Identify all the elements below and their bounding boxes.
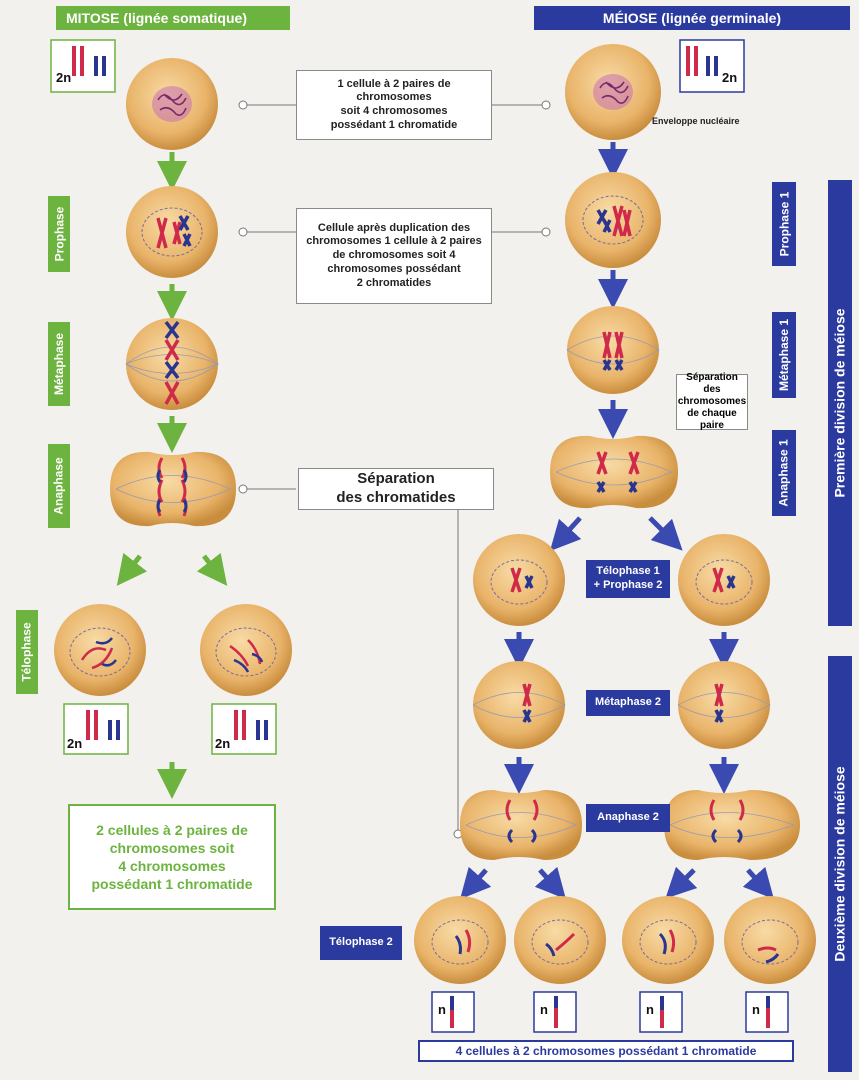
mitose-cell-prophase	[126, 186, 218, 278]
connector-lines	[238, 100, 651, 839]
meiose-phase-anaphase2: Anaphase 2	[586, 804, 670, 832]
karyotype-label-haploid-4: n	[752, 1002, 760, 1017]
mitose-cell-anaphase	[110, 451, 236, 527]
division-second-band: Deuxième division de méiose	[828, 656, 852, 1072]
meiose-cell-telophase2-2	[514, 896, 606, 984]
mitose-cell-metaphase	[125, 318, 220, 410]
mitose-phase-prophase: Prophase	[48, 196, 70, 272]
karyotype-telophase-right	[211, 703, 277, 755]
meiose-phase-telophase1: Télophase 1 + Prophase 2	[586, 560, 670, 598]
separation-chromatides-box: Séparation des chromatides	[298, 468, 494, 510]
meiose-cell-anaphase1	[550, 435, 678, 509]
description-box-initial: 1 cellule à 2 paires de chromosomes soit…	[296, 70, 492, 140]
meiose-cell-telophase2-1	[414, 896, 506, 984]
meiose-result-box: 4 cellules à 2 chromosomes possédant 1 c…	[418, 1040, 794, 1062]
meiose-phase-metaphase1: Métaphase 1	[772, 312, 796, 398]
karyotype-telophase-left	[63, 703, 129, 755]
karyotype-top-left	[50, 39, 116, 93]
description-box-duplication: Cellule après duplication des chromosome…	[296, 208, 492, 304]
karyotype-label-telo-left: 2n	[67, 736, 83, 751]
meiose-arrows	[460, 142, 774, 900]
meiose-cell-telophase1-left	[473, 534, 565, 626]
mitose-cell-interphase	[126, 58, 218, 150]
meiose-cell-metaphase2-right	[677, 661, 771, 749]
karyotype-label-telo-right: 2n	[215, 736, 231, 751]
meiose-cell-prophase1	[565, 172, 661, 268]
meiose-cell-metaphase2-left	[472, 661, 566, 749]
mitose-result-box: 2 cellules à 2 paires de chromosomes soi…	[68, 804, 276, 910]
meiose-phase-metaphase2: Métaphase 2	[586, 690, 670, 716]
mitose-phase-telophase: Télophase	[16, 610, 38, 694]
mitose-cell-telophase-right	[200, 604, 292, 696]
meiose-cell-telophase2-4	[724, 896, 816, 984]
mitose-cell-telophase-left	[54, 604, 146, 696]
mitose-header: MITOSE (lignée somatique)	[56, 6, 290, 30]
meiose-header: MÉIOSE (lignée germinale)	[534, 6, 850, 30]
mitose-phase-anaphase: Anaphase	[48, 444, 70, 528]
karyotype-label-top-left: 2n	[56, 70, 72, 85]
karyotype-label-haploid-3: n	[646, 1002, 654, 1017]
mitose-arrows	[116, 152, 228, 799]
meiose-cell-anaphase2-left	[460, 790, 582, 860]
karyotype-label-haploid-1: n	[438, 1002, 446, 1017]
meiose-cell-telophase2-3	[622, 896, 714, 984]
meiose-phase-telophase2: Télophase 2	[320, 926, 402, 960]
karyotype-haploid-1	[431, 991, 475, 1033]
meiose-cell-interphase	[565, 44, 661, 140]
meiose-phase-prophase1: Prophase 1	[772, 182, 796, 266]
karyotype-haploid-4	[745, 991, 789, 1033]
karyotype-top-right	[679, 39, 745, 93]
meiose-cell-telophase1-right	[678, 534, 770, 626]
meiose-cell-anaphase2-right	[664, 790, 800, 860]
meiose-cell-metaphase1	[566, 306, 660, 394]
mitose-phase-metaphase: Métaphase	[48, 322, 70, 406]
separation-chromosomes-box: Séparation des chromosomes de chaque pai…	[676, 372, 748, 431]
karyotype-label-haploid-2: n	[540, 1002, 548, 1017]
meiose-phase-anaphase1: Anaphase 1	[772, 430, 796, 516]
division-first-band: Première division de méiose	[828, 180, 852, 626]
envelope-label: Enveloppe nucléaire	[652, 116, 740, 126]
karyotype-label-top-right: 2n	[722, 70, 738, 85]
karyotype-haploid-3	[639, 991, 683, 1033]
karyotype-haploid-2	[533, 991, 577, 1033]
